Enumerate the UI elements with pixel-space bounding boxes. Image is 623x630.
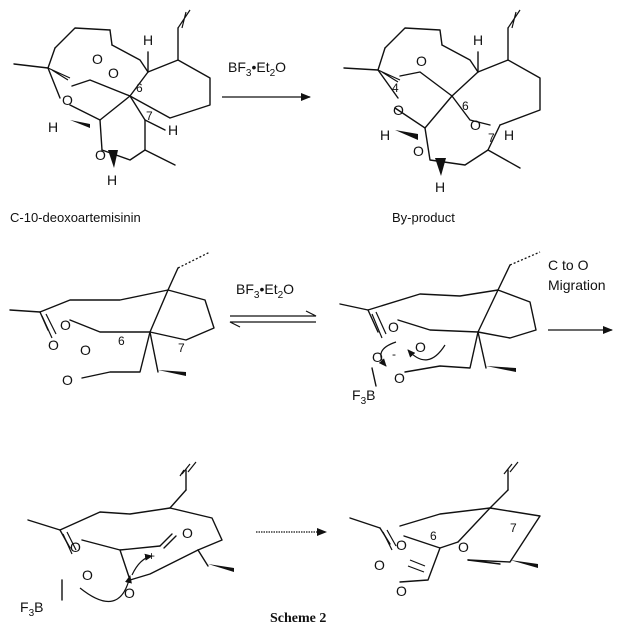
equilibrium-arrow-forward (230, 310, 317, 317)
h-atom-bp-right: H (504, 127, 514, 143)
deoxoartemisinin-structure (13, 9, 211, 168)
o-ring-4: O (413, 143, 424, 159)
reagent-bf3-middle: BF3•Et2O (236, 281, 294, 301)
by-product-structure (343, 9, 541, 176)
chair-conformer-1 (9, 251, 215, 379)
f3b-group-2: F3B (20, 599, 43, 619)
o-complex-3: O (415, 339, 426, 355)
o-ring-3: O (393, 102, 404, 118)
o-complex-1: O (388, 319, 399, 335)
migration-line-1: C to O (548, 257, 589, 273)
o-prod-4: O (396, 583, 407, 599)
o-prod-3: O (458, 539, 469, 555)
by-product-label: By-product (392, 210, 455, 225)
oxocarbenium-structure (27, 461, 234, 603)
o-chair1-2: O (48, 337, 59, 353)
o-ring-1: O (62, 92, 73, 108)
o-oxo-2: O (82, 567, 93, 583)
h-atom-top: H (143, 32, 153, 48)
minus-charge-1: - (392, 347, 396, 361)
label-bp-c6: 6 (462, 99, 469, 113)
reagent-bf3-top: BF3•Et2O (228, 59, 286, 79)
o-bridge-1: O (416, 53, 427, 69)
o-peroxide-2: O (108, 65, 119, 81)
o-complex-4: O (394, 370, 405, 386)
o-ring-5: O (470, 117, 481, 133)
h-atom-left: H (48, 119, 58, 135)
o-peroxide-1: O (92, 51, 103, 67)
label-chair1-c7: 7 (178, 341, 185, 355)
o-oxo-3: O (182, 525, 193, 541)
rearranged-product-structure (349, 461, 541, 583)
h-atom-bp-left: H (380, 127, 390, 143)
h-atom-right: H (168, 122, 178, 138)
h-atom-bp-bottom: H (435, 179, 445, 195)
o-prod-1: O (396, 537, 407, 553)
label-c6: 6 (136, 81, 143, 95)
o-complex-2: O (372, 349, 383, 365)
o-prod-2: O (374, 557, 385, 573)
h-atom-bp-top: H (473, 32, 483, 48)
o-oxo-4: O (124, 585, 135, 601)
bf3-complex-structure (339, 251, 541, 387)
h-atom-bottom: H (107, 172, 117, 188)
label-bp-c4: 4 (392, 81, 399, 95)
start-compound-label: C-10-deoxoartemisinin (10, 210, 141, 225)
f3b-group-1: F3B (352, 387, 375, 407)
o-chair1-3: O (80, 342, 91, 358)
label-prod-c6: 6 (430, 529, 437, 543)
label-chair1-c6: 6 (118, 334, 125, 348)
label-bp-c7: 7 (488, 131, 495, 145)
migration-line-2: Migration (548, 277, 606, 293)
scheme-caption: Scheme 2 (270, 611, 326, 626)
o-chair1-4: O (62, 372, 73, 388)
plus-charge: + (148, 549, 155, 563)
label-c7: 7 (146, 109, 153, 123)
equilibrium-arrow-reverse (229, 321, 316, 328)
label-prod-c7: 7 (510, 521, 517, 535)
o-chair1-1: O (60, 317, 71, 333)
o-ring-2: O (95, 147, 106, 163)
o-oxo-1: O (70, 539, 81, 555)
